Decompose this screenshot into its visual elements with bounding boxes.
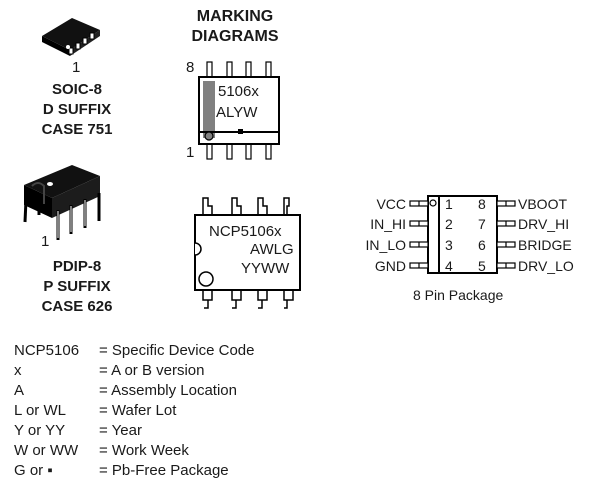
legend-code: L or WL [14,402,66,419]
legend: NCP5106 = Specific Device Code x = A or B … [14,341,255,481]
legend-code: W or WW [14,442,79,459]
soic-pin1-label: 1 [72,59,81,76]
legend-desc: = A or B version [99,362,205,379]
pin-num-6: 6 [478,237,486,253]
legend-desc: = Specific Device Code [99,342,255,359]
legend-desc: = Pb-Free Package [99,462,229,479]
pin-name-7: DRV_HI [518,216,570,232]
pin-name-4: GND [374,258,406,274]
legend-row: Y or YY = Year [14,421,255,441]
pdip-suffix: P SUFFIX [43,278,111,295]
soic-suffix: D SUFFIX [42,101,112,118]
legend-desc: = Work Week [99,442,189,459]
legend-desc: = Wafer Lot [99,402,177,419]
pdip-name: PDIP-8 [52,258,102,275]
pdip-case: CASE 626 [41,298,113,315]
pin-num-3: 3 [445,237,453,253]
pin-name-6: BRIDGE [518,237,572,253]
marking-diagrams-title: MARKING DIAGRAMS [165,7,305,47]
pin-num-5: 5 [478,258,486,274]
pin-name-3: IN_LO [365,237,406,253]
legend-desc: = Assembly Location [99,382,237,399]
soic-marking-pin1: 1 [186,144,195,161]
soic-marking-line1: 5106x [218,83,259,100]
legend-row: NCP5106 = Specific Device Code [14,341,255,361]
pin-name-1: VCC [376,196,406,212]
soic-case: CASE 751 [41,121,113,138]
pin-num-4: 4 [445,258,453,274]
soic-name: SOIC-8 [51,81,102,98]
legend-code: A [14,382,25,399]
pin-num-1: 1 [445,196,453,212]
pin-name-2: IN_HI [370,216,406,232]
pdip-package-label: PDIP-8 P SUFFIX CASE 626 [17,257,137,317]
legend-row: G or ▪ = Pb-Free Package [14,461,255,481]
title-line-1: MARKING [196,8,274,25]
legend-desc: = Year [99,422,142,439]
soic-marking-line2: ALYW [216,104,258,121]
pinout-caption: 8 Pin Package [413,287,504,303]
soic-marking-pin8: 8 [186,59,195,76]
legend-row: L or WL = Wafer Lot [14,401,255,421]
pdip-marking-line1: NCP5106x [209,223,282,240]
pdip-package-icon [23,165,101,240]
pin-num-2: 2 [445,216,453,232]
soic-package-label: SOIC-8 D SUFFIX CASE 751 [17,80,137,140]
pin-name-5: DRV_LO [518,258,574,274]
legend-row: W or WW = Work Week [14,441,255,461]
pin-name-8: VBOOT [518,196,568,212]
pdip-marking-diagram [194,197,301,309]
pdip-marking-line2: AWLG [250,241,294,258]
legend-code: NCP5106 [14,342,80,359]
legend-row: x = A or B version [14,361,255,381]
legend-row: A = Assembly Location [14,381,255,401]
legend-code: Y or YY [14,422,66,439]
title-line-2: DIAGRAMS [191,28,279,45]
pdip-pin1-label: 1 [41,233,50,250]
pin-num-8: 8 [478,196,486,212]
legend-code: G or ▪ [14,462,53,479]
soic-marking-diagram [198,61,280,160]
soic-package-icon [42,18,100,56]
pinout-diagram [409,195,516,274]
pdip-marking-line3: YYWW [241,260,290,277]
legend-code: x [14,362,22,379]
pin-num-7: 7 [478,216,486,232]
